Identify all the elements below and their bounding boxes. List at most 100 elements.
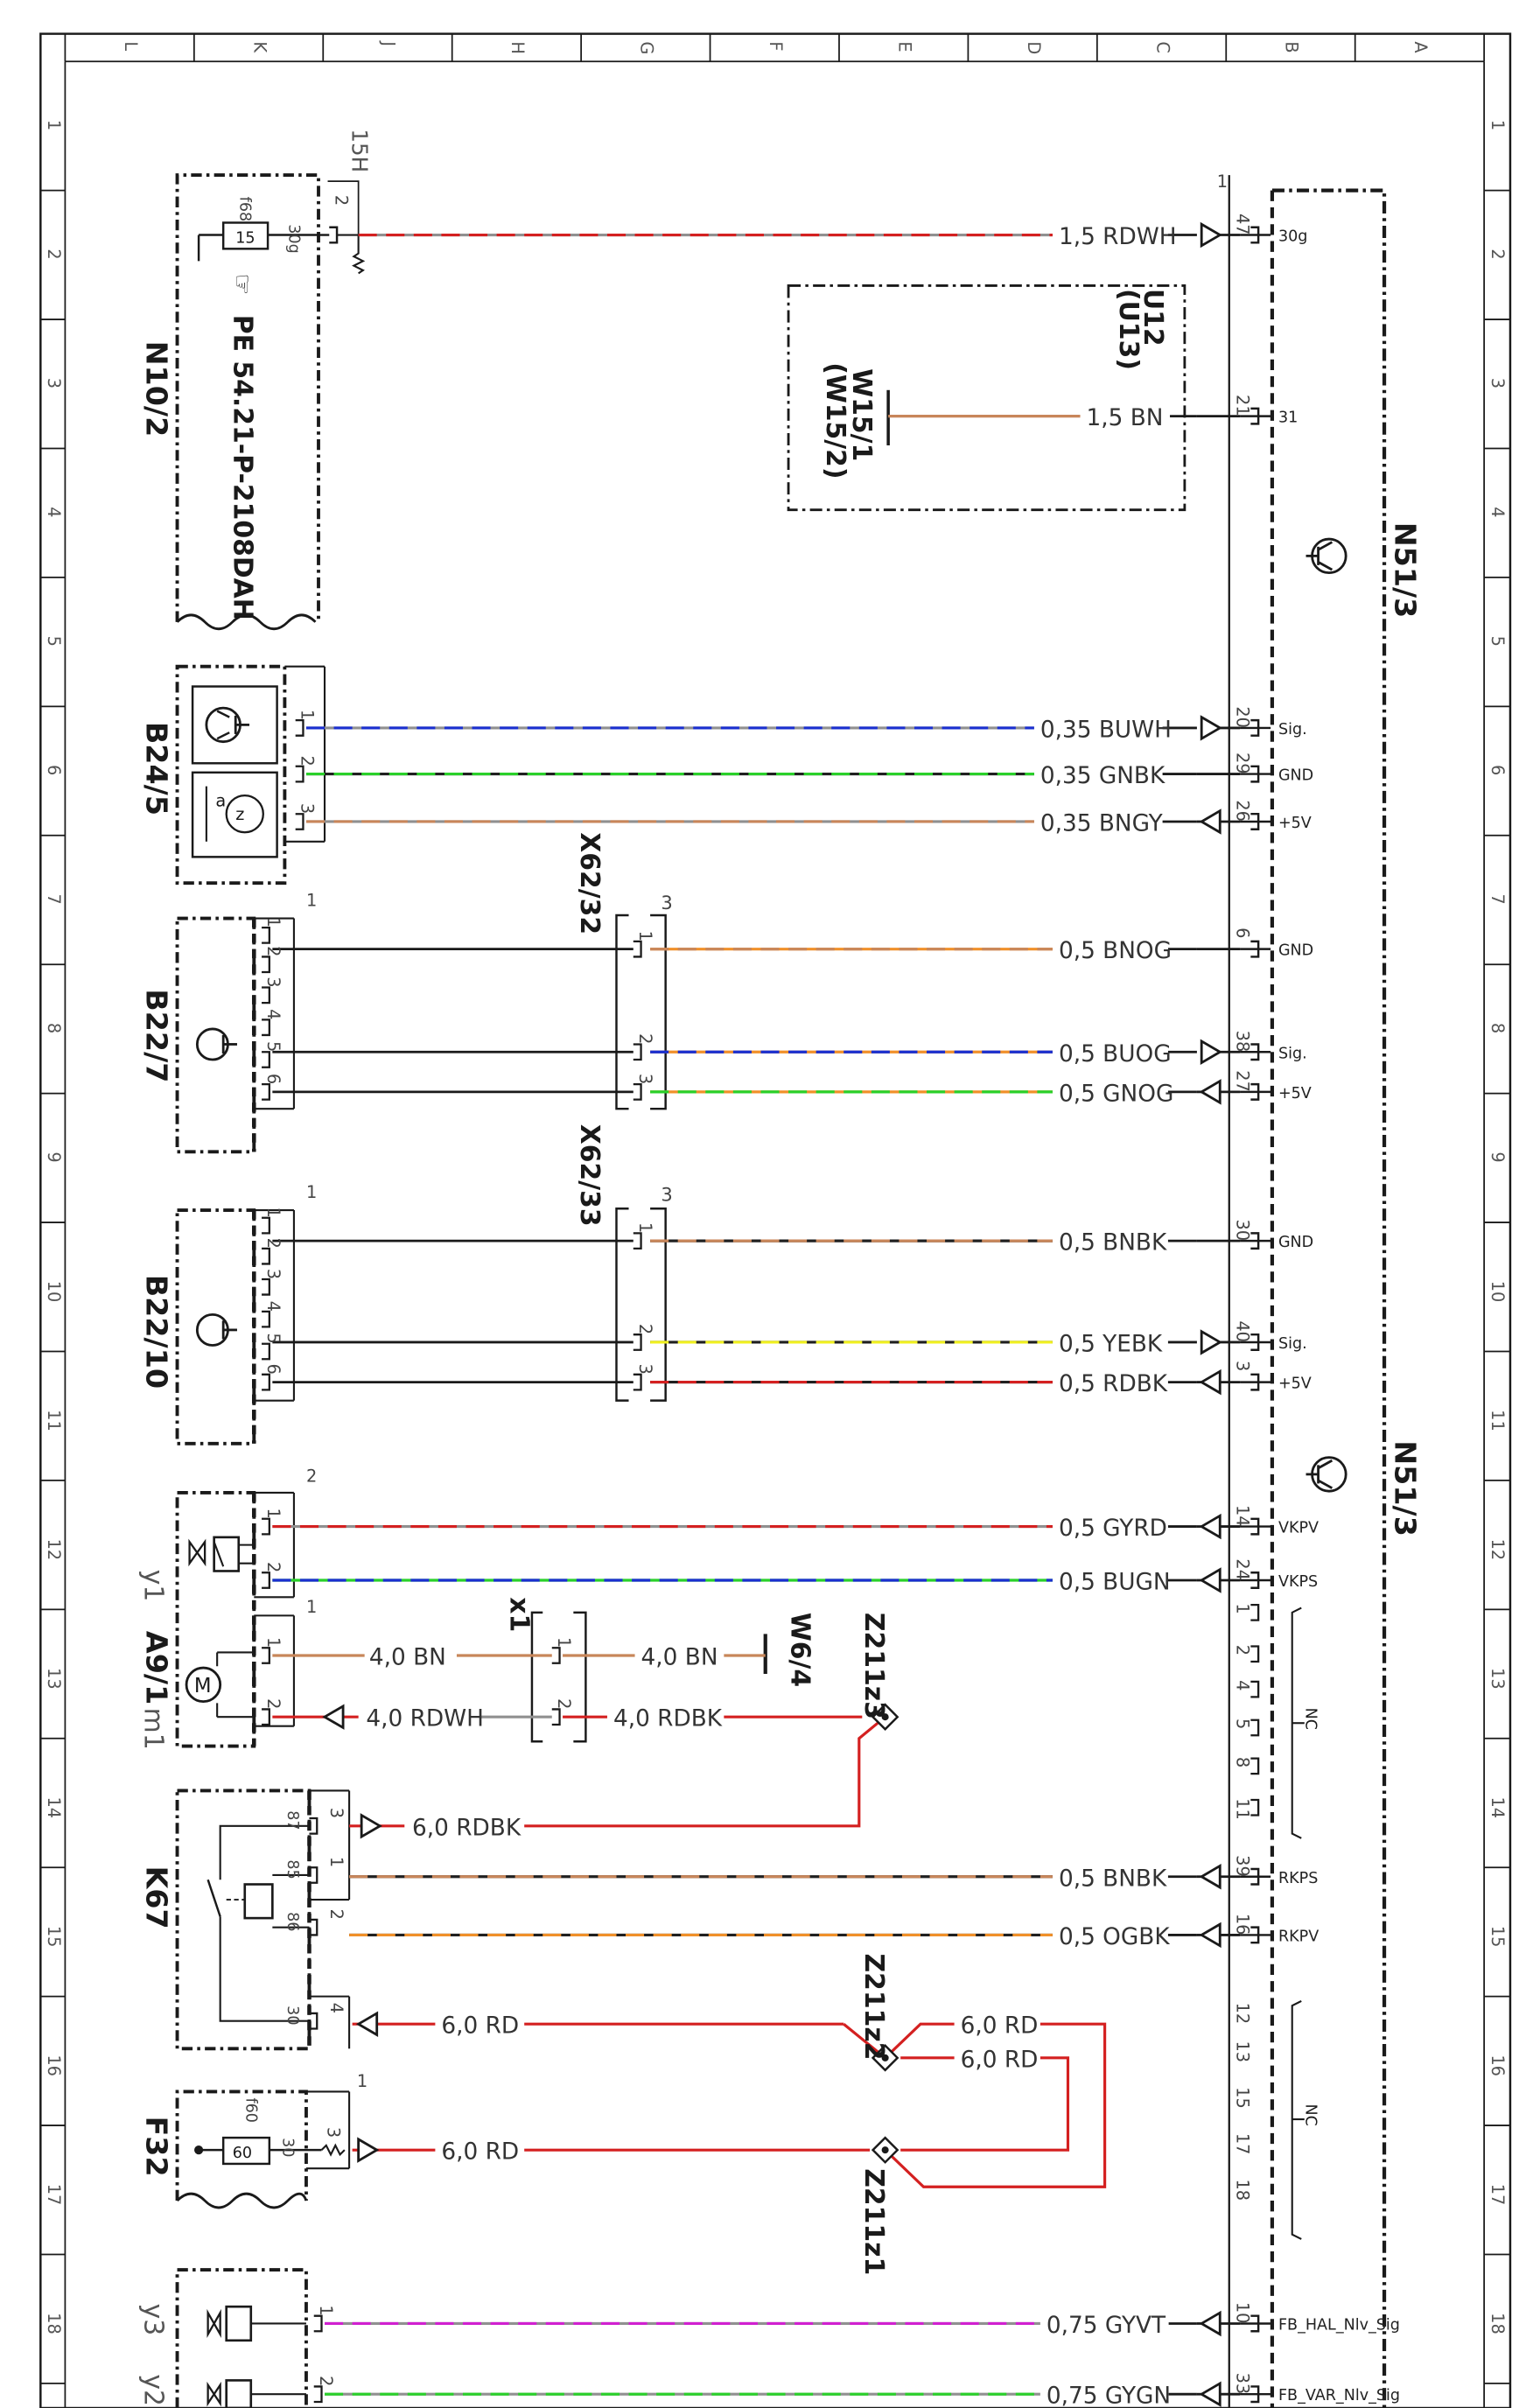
b22-7-sensor (175, 916, 295, 1154)
pin-socket-icon (262, 956, 270, 974)
k67-label: K67 (139, 1866, 173, 1928)
b22-10-pin: 5 (263, 1333, 284, 1343)
arrow-out-icon (1199, 1079, 1222, 1105)
row-number-left: 9 (44, 1152, 64, 1162)
k67-socket-icon (309, 1816, 318, 1835)
nc-socket-icon (1250, 1645, 1260, 1663)
splices (871, 1703, 900, 2164)
y3-y2-valves (175, 2268, 308, 2408)
row-number-right: 7 (1488, 893, 1508, 904)
nc-socket-icon (1250, 1718, 1260, 1737)
column-letter: E (894, 41, 914, 52)
x62-33-pin: 1 (635, 1222, 655, 1233)
wire-label: 0,35 BUWH (1040, 717, 1172, 743)
pin-socket-icon (551, 1647, 561, 1664)
nc-pin-number: 4 (1233, 1680, 1253, 1690)
pin-socket-icon (633, 1232, 642, 1250)
pointer-hand-icon: ☞ (228, 273, 256, 295)
wire-label-x1-z3: 4,0 RDBK (613, 1706, 723, 1732)
f32-top: 1 (357, 2071, 368, 2091)
a9-1-y1-label: y1 (138, 1570, 169, 1602)
wire-label: 1,5 BN (1087, 405, 1164, 431)
arrow-out-icon (1199, 1567, 1222, 1593)
row-number-left: 4 (44, 507, 64, 517)
a9-1-m1-label: m1 (138, 1708, 169, 1750)
arrow-in-icon (1200, 221, 1223, 248)
column-letter: B (1282, 41, 1302, 52)
wire-label: 0,35 GNBK (1040, 763, 1166, 789)
nc-pin-number: 5 (1233, 1718, 1253, 1729)
wire-label-m1-x1: 4,0 BN (369, 1645, 446, 1671)
row-number-left: 3 (44, 378, 64, 388)
row-number-right: 3 (1488, 378, 1508, 388)
arrow-out-icon (1199, 1513, 1222, 1540)
pin-socket-icon (262, 986, 270, 1004)
fuse-f68-ref: f68 (235, 197, 253, 222)
wire-label-f32: 6,0 RD (441, 2139, 519, 2166)
column-letter: L (121, 41, 141, 51)
nc-socket-icon (1250, 1757, 1260, 1775)
wire-label: 1,5 RDWH (1059, 224, 1177, 250)
b22-10-pin: 3 (263, 1269, 284, 1279)
b22-7-label: B22/7 (139, 989, 173, 1082)
n51-3-pin-number: 26 (1233, 800, 1253, 822)
n51-3-signal-name: RKPV (1278, 1928, 1319, 1945)
arrow-in-icon (1200, 1329, 1223, 1355)
row-number-left: 7 (44, 893, 64, 904)
nc-pin-number: 2 (1233, 1645, 1253, 1656)
b24-5-mark-z: z (235, 804, 244, 824)
z211z3-label: Z211z3 (858, 1613, 889, 1719)
row-number-right: 6 (1488, 765, 1508, 775)
row-number-right: 15 (1488, 1926, 1508, 1948)
wire-label: 0,75 GYGN (1046, 2384, 1171, 2408)
wire-label: 0,5 BNBK (1059, 1866, 1167, 1892)
wire-label: 0,5 OGBK (1059, 1924, 1170, 1950)
row-number-right: 1 (1488, 120, 1508, 130)
a9-1-valve-pin: 2 (263, 1562, 284, 1572)
row-number-left: 11 (44, 1410, 64, 1432)
column-letter: F (766, 41, 786, 51)
arrow-out-icon (1199, 1922, 1222, 1949)
x62-32-count: 3 (661, 892, 672, 914)
row-number-right: 16 (1488, 2054, 1508, 2076)
n10-2-pin-name: 30g (285, 224, 303, 253)
power-wiring (272, 1654, 1107, 2188)
pin-socket-icon (633, 1043, 642, 1061)
nc-pin-number: 13 (1233, 2041, 1253, 2063)
wire-label-z2b: 6,0 RD (961, 2047, 1039, 2073)
row-number-left: 15 (44, 1926, 64, 1948)
nc-socket-icon (1250, 1798, 1260, 1816)
w15-1-label: W15/1 (846, 368, 877, 461)
row-number-left: 8 (44, 1023, 64, 1033)
f32-label: F32 (139, 2117, 173, 2177)
y-valve-pin: 1 (316, 2305, 336, 2315)
b24-5-pin: 2 (298, 756, 318, 766)
column-letter: C (1152, 41, 1172, 52)
y-valve-pin: 2 (316, 2376, 336, 2386)
wire-label-k87: 6,0 RDBK (412, 1815, 522, 1841)
pin-socket-icon (633, 1082, 642, 1101)
n51-3-signal-name: 30g (1278, 228, 1307, 246)
k67-pin-name: 30 (284, 2006, 301, 2025)
x1-connector (530, 1611, 767, 1743)
x62-33-count: 3 (661, 1183, 672, 1205)
arrow-in-icon (1200, 1039, 1223, 1065)
f32-fuse (175, 2090, 351, 2209)
row-number-left: 10 (44, 1281, 64, 1303)
n51-3-pin-number: 20 (1233, 706, 1253, 728)
row-number-right: 4 (1488, 507, 1508, 517)
n51-3-signal-name: FB_HAL_Nlv_Sig (1278, 2316, 1400, 2334)
n51-3-signal-name: 31 (1278, 410, 1298, 427)
n51-3-pin-number: 3 (1233, 1361, 1253, 1371)
x62-33-pin: 2 (635, 1324, 655, 1334)
k67-terminal: 2 (326, 1909, 346, 1920)
n51-3-pin-number: 14 (1233, 1505, 1253, 1527)
wire-label: 0,5 BNOG (1059, 938, 1172, 964)
b22-7-pin: 6 (263, 1074, 284, 1084)
pin-socket-icon (262, 1018, 270, 1037)
a9-1-compressor (175, 1491, 295, 1748)
row-number-right: 18 (1488, 2313, 1508, 2334)
wire-label: 0,5 BUGN (1059, 1570, 1171, 1596)
pin-socket-icon (295, 765, 304, 783)
